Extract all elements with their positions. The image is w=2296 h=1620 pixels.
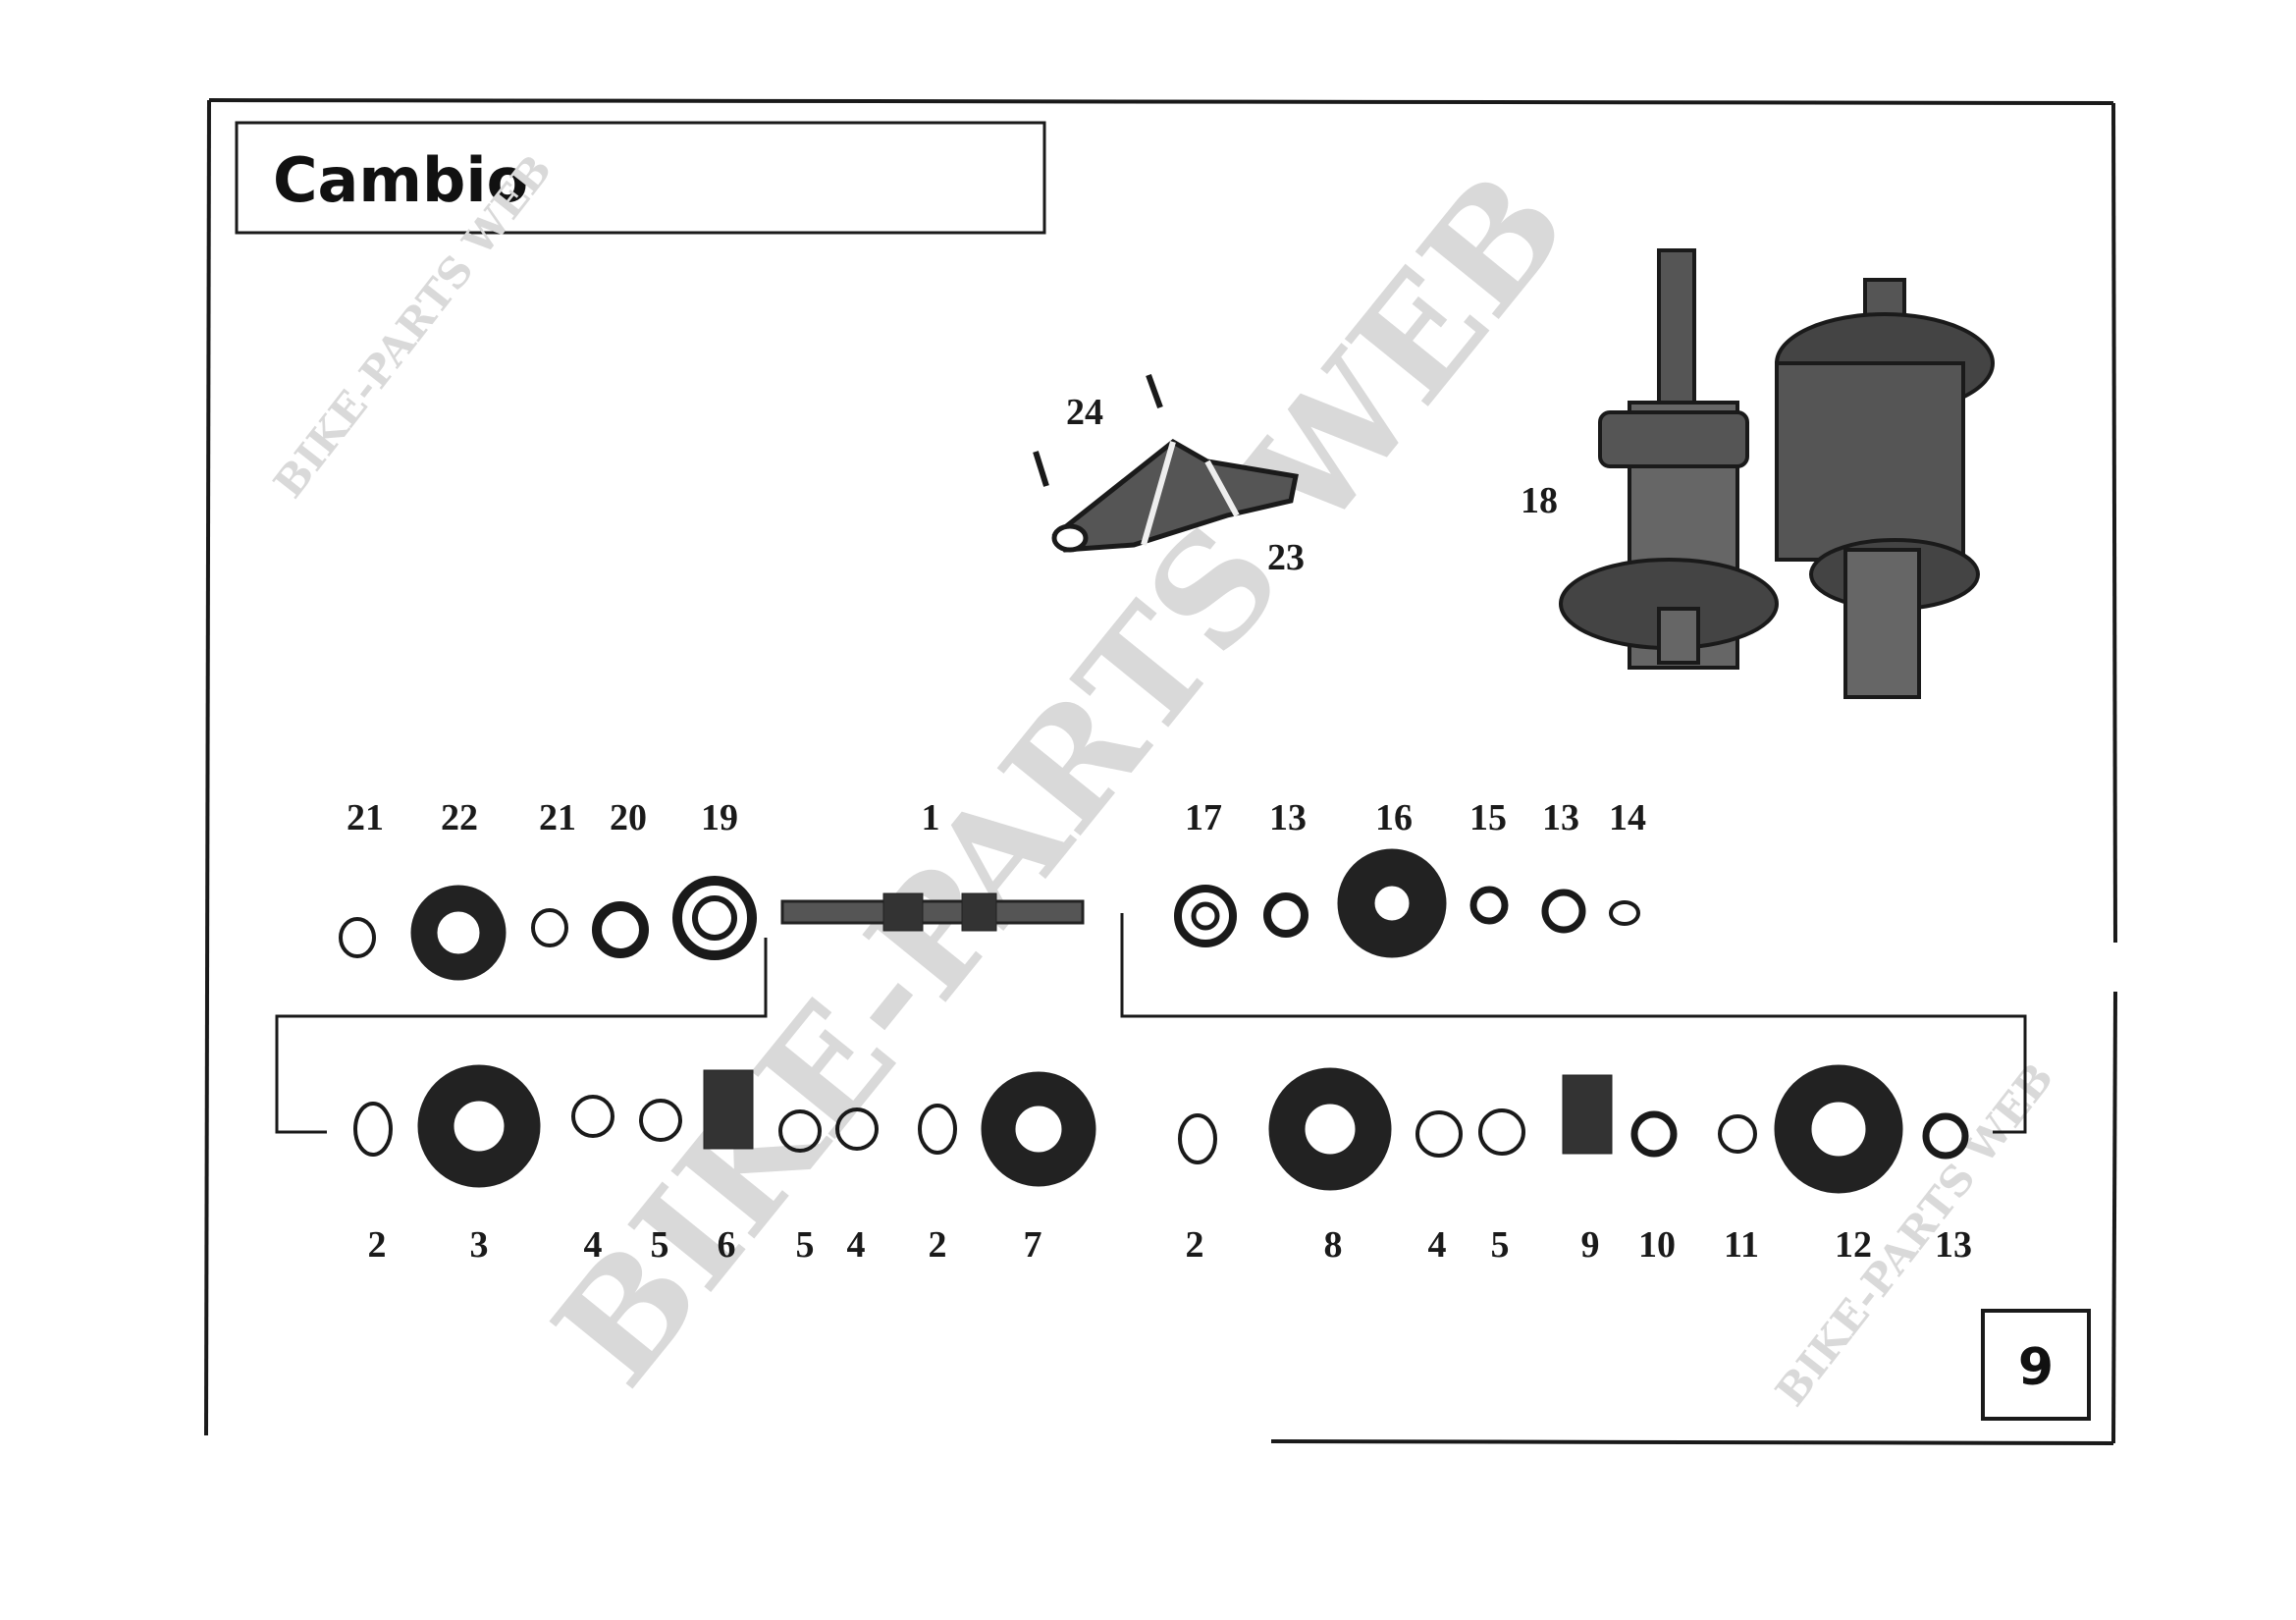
callout-1: 1: [922, 797, 940, 838]
row2-parts: [353, 1064, 1969, 1194]
callout-13a: 13: [1269, 797, 1307, 838]
washer-13b: [1541, 889, 1586, 934]
callout-21a: 21: [347, 797, 384, 838]
callout-5c: 5: [1491, 1224, 1510, 1266]
callout-18: 18: [1521, 480, 1558, 521]
sprocket-22: [410, 885, 507, 981]
callout-10: 10: [1638, 1224, 1676, 1266]
ring-14: [1609, 900, 1640, 926]
washer-11: [1718, 1114, 1757, 1154]
callout-22: 22: [441, 797, 478, 838]
gear-9: [1562, 1074, 1613, 1155]
callout-13c: 13: [1935, 1224, 1972, 1266]
callout-14: 14: [1609, 797, 1646, 838]
washer-10: [1630, 1110, 1678, 1158]
callout-4a: 4: [584, 1224, 603, 1266]
shift-fork-23: [1051, 438, 1299, 553]
washer-4b: [835, 1107, 879, 1151]
page-frame: [204, 98, 2117, 1445]
washer-13a: [1263, 892, 1308, 938]
washer-5a: [639, 1099, 682, 1142]
callout-5a: 5: [651, 1224, 669, 1266]
gear-3: [417, 1064, 541, 1188]
gear-7: [981, 1071, 1096, 1187]
gear-12: [1774, 1064, 1903, 1194]
bush-15: [1469, 886, 1509, 925]
washer-4a: [571, 1095, 614, 1138]
callout-8: 8: [1324, 1224, 1343, 1266]
callout-4c: 4: [1428, 1224, 1447, 1266]
callout-labels: 24 23 18 21 22 21 20 19 1 17 13 16 15 13…: [347, 392, 1972, 1266]
washer-13c: [1922, 1112, 1969, 1160]
callout-21b: 21: [539, 797, 576, 838]
gear-16: [1337, 848, 1447, 958]
callout-16: 16: [1375, 797, 1413, 838]
page-number: 9: [2018, 1338, 2054, 1397]
callout-11: 11: [1724, 1224, 1759, 1266]
pin-24: [1033, 373, 1163, 487]
callout-13b: 13: [1542, 797, 1579, 838]
callout-12: 12: [1835, 1224, 1872, 1266]
connector-lines: [275, 913, 2027, 1134]
washer-5c: [1478, 1108, 1525, 1156]
callout-4b: 4: [847, 1224, 866, 1266]
callout-17: 17: [1185, 797, 1222, 838]
callout-24: 24: [1066, 392, 1103, 433]
washer-5b: [778, 1109, 822, 1153]
callout-23: 23: [1267, 537, 1305, 578]
gear-8: [1268, 1067, 1392, 1191]
washer-20: [592, 901, 649, 958]
callout-5b: 5: [796, 1224, 815, 1266]
circlip-2a: [353, 1102, 393, 1157]
callout-2c: 2: [1186, 1224, 1204, 1266]
callout-20: 20: [610, 797, 647, 838]
callout-3: 3: [470, 1224, 489, 1266]
row1-parts: [339, 848, 1640, 981]
circlip-2c: [1178, 1113, 1217, 1164]
gear-6: [703, 1069, 754, 1150]
title-box: [235, 121, 1046, 235]
shaft-1: [780, 892, 1085, 932]
washer-4c: [1415, 1110, 1463, 1158]
callout-7: 7: [1024, 1224, 1042, 1266]
callout-15: 15: [1469, 797, 1507, 838]
circlip-2b: [918, 1104, 957, 1155]
circlip-21b: [531, 908, 568, 947]
callout-2b: 2: [929, 1224, 947, 1266]
page-title: Cambio: [273, 144, 528, 216]
callout-2a: 2: [368, 1224, 387, 1266]
bearing-17: [1174, 885, 1237, 947]
page-number-box: [1981, 1309, 2091, 1421]
callout-19: 19: [701, 797, 738, 838]
bearing-19: [672, 876, 757, 960]
circlip-21a: [339, 917, 376, 958]
callout-9: 9: [1581, 1224, 1600, 1266]
callout-6: 6: [718, 1224, 736, 1266]
gearbox-assembly-18: [1559, 248, 1995, 699]
